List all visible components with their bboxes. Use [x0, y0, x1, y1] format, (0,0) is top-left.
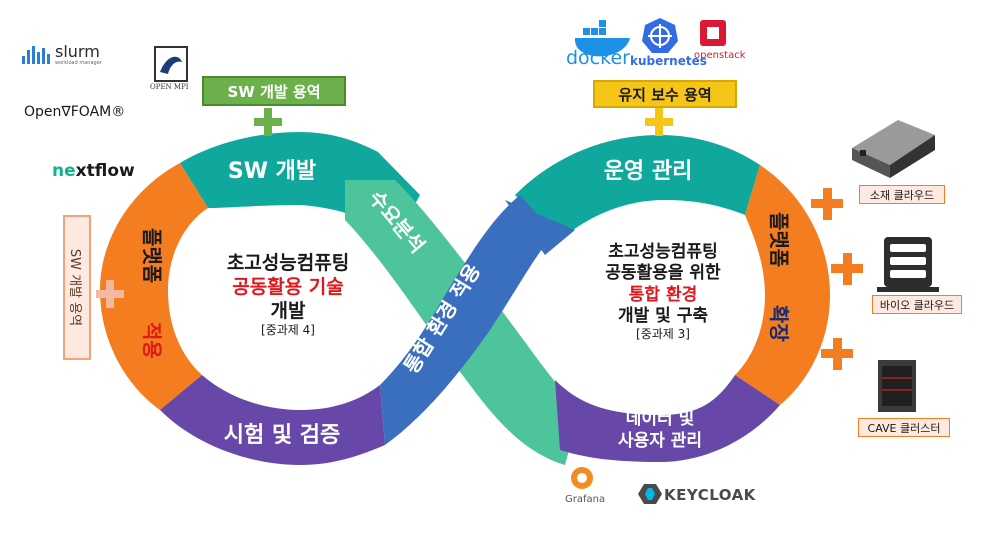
nextflow-logo-a: ne — [52, 161, 76, 181]
openfoam-logo: Open∇FOAM® — [24, 104, 126, 120]
slurm-logo-sub: workload manager — [55, 60, 102, 66]
left-center-line2: 공동활용 기술 — [232, 275, 344, 298]
plus-icon-right-3 — [821, 338, 853, 370]
right-center-line4: 개발 및 구축 — [617, 305, 709, 326]
left-center-line3: 개발 — [270, 299, 306, 322]
openstack-logo: openstack — [694, 50, 746, 61]
grafana-logo: Grafana — [565, 494, 606, 505]
bio-cloud-box: 바이오 클라우드 — [872, 295, 962, 314]
left-center-sub: [중과제 4] — [261, 323, 315, 338]
plus-icon-top-left — [254, 108, 282, 136]
label-platform-apply-1: 플랫폼 — [140, 228, 164, 283]
cluster-cabinet-icon — [878, 360, 916, 412]
label-platform-extend-2: 확장 — [767, 305, 791, 342]
server-rack-icon — [852, 120, 935, 178]
sw-dev-service-side-box: SW 개발 용역 — [63, 215, 91, 360]
kubernetes-logo: kubernetes — [630, 54, 707, 68]
right-teal-segment — [515, 135, 760, 240]
label-platform-extend-1: 플랫폼 — [767, 212, 791, 267]
label-operation: 운영 관리 — [604, 159, 693, 184]
cave-cluster-box: CAVE 클러스터 — [858, 418, 950, 437]
slurm-logo-text: slurm — [55, 42, 100, 61]
docker-logo: docker — [566, 47, 630, 69]
keycloak-logo: KEYCLOAK — [664, 486, 756, 504]
slurm-logo-icon — [22, 46, 50, 64]
server-tower-icon — [877, 237, 939, 292]
left-center-line1: 초고성능컴퓨팅 — [226, 252, 350, 274]
openmpi-logo-icon — [154, 46, 188, 82]
blue-band-arrowhead — [505, 200, 575, 255]
materials-cloud-box: 소재 클라우드 — [859, 185, 945, 204]
label-test-verify: 시험 및 검증 — [224, 422, 341, 448]
right-center-line3: 통합 환경 — [628, 284, 698, 305]
right-center-text: 초고성능컴퓨팅 공동활용을 위한 통합 환경 개발 및 구축 [중과제 3] — [568, 242, 758, 342]
maintenance-service-box: 유지 보수 용역 — [593, 80, 737, 108]
plus-icon-left — [96, 280, 124, 308]
left-purple-segment — [160, 375, 385, 465]
keycloak-logo-icon — [638, 484, 662, 504]
plus-icon-top-right — [645, 108, 673, 136]
blue-crossing-band — [380, 195, 560, 445]
label-platform-apply-2: 적용 — [140, 322, 164, 359]
kubernetes-wheel-icon — [642, 18, 678, 53]
label-data-user-2: 사용자 관리 — [618, 431, 702, 451]
docker-whale-icon — [575, 20, 630, 57]
right-purple-segment — [555, 375, 780, 462]
right-center-line1: 초고성능컴퓨팅 — [608, 242, 718, 262]
left-orange-segment — [100, 163, 208, 410]
slurm-logo: slurm workload manager — [55, 42, 102, 67]
left-center-text: 초고성능컴퓨팅 공동활용 기술 개발 [중과제 4] — [193, 252, 383, 338]
label-data-user-1: 데이터 및 — [626, 409, 694, 429]
openmpi-logo-text: OPEN MPI — [150, 83, 189, 91]
nextflow-logo-b: tflow — [86, 161, 135, 181]
right-center-line2: 공동활용을 위한 — [605, 263, 721, 284]
plus-icon-right-1 — [811, 188, 843, 220]
sw-dev-service-side-label: SW 개발 용역 — [67, 248, 83, 327]
right-center-sub: [중과제 3] — [636, 327, 690, 341]
right-orange-segment — [735, 165, 830, 405]
openstack-logo-icon — [700, 20, 726, 46]
nextflow-logo-x: x — [75, 161, 87, 181]
grafana-logo-icon — [571, 467, 593, 489]
nextflow-logo: nextflow — [52, 161, 135, 181]
label-sw-dev: SW 개발 — [228, 159, 316, 184]
plus-icon-right-2 — [831, 253, 863, 285]
sw-dev-service-box: SW 개발 용역 — [202, 76, 346, 106]
